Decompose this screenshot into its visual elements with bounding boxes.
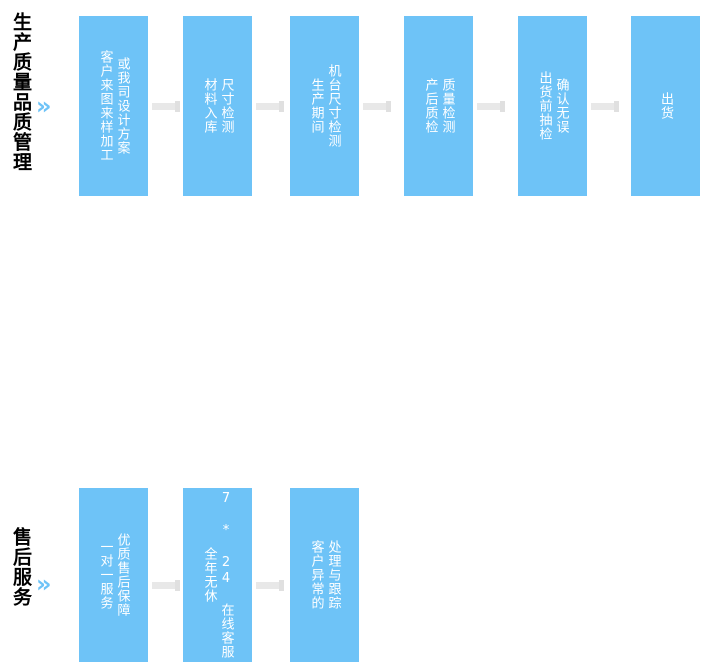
process-box-top-4-line-1: 质量检测 <box>439 78 455 134</box>
section-label-production: 生产质量品质管理 <box>10 12 32 172</box>
process-box-top-1[interactable]: 或我司设计方案 客户来图来样加工 <box>79 16 148 196</box>
process-box-top-6-line-1: 出货 <box>658 92 673 120</box>
process-box-top-6[interactable]: 出货 <box>631 16 700 196</box>
row-production-quality-management: 生产质量品质管理 » 或我司设计方案 客户来图来样加工 尺寸检测 材料入库 机台… <box>0 8 703 196</box>
chevron-right-icon-after-sales: » <box>36 570 51 598</box>
process-box-bottom-3[interactable]: 处理与跟踪 客户异常的 <box>290 488 359 662</box>
process-box-top-5-line-1: 确认无误 <box>553 78 569 134</box>
connector-arrow-top-5 <box>591 101 619 112</box>
process-box-top-5[interactable]: 确认无误 出货前抽检 <box>518 16 587 196</box>
process-box-top-1-line-2: 客户来图来样加工 <box>97 50 113 162</box>
process-box-top-3-line-1: 机台尺寸检测 <box>325 64 341 148</box>
process-box-bottom-1[interactable]: 优质售后保障 一对一服务 <box>79 488 148 662</box>
process-box-top-2[interactable]: 尺寸检测 材料入库 <box>183 16 252 196</box>
process-box-bottom-3-line-1: 处理与跟踪 <box>325 540 341 610</box>
process-box-bottom-3-line-2: 客户异常的 <box>308 540 324 610</box>
process-box-top-5-line-2: 出货前抽检 <box>536 71 552 141</box>
process-box-bottom-2-line-2: 全年无休 <box>201 547 217 603</box>
process-box-top-2-line-2: 材料入库 <box>201 78 217 134</box>
connector-arrow-top-4 <box>477 101 505 112</box>
process-box-bottom-1-line-2: 一对一服务 <box>97 540 113 610</box>
process-box-top-3-line-2: 生产期间 <box>308 78 324 134</box>
process-box-top-4[interactable]: 质量检测 产后质检 <box>404 16 473 196</box>
chevron-right-icon-production: » <box>36 92 51 120</box>
process-box-bottom-2-line-1: 7 * 24 在线客服 <box>218 491 234 659</box>
connector-arrow-bottom-2 <box>256 580 284 591</box>
process-box-bottom-1-line-1: 优质售后保障 <box>114 533 130 617</box>
process-box-bottom-2[interactable]: 7 * 24 在线客服 全年无休 <box>183 488 252 662</box>
process-box-top-1-line-1: 或我司设计方案 <box>114 57 130 155</box>
process-box-top-4-line-2: 产后质检 <box>422 78 438 134</box>
connector-arrow-top-2 <box>256 101 284 112</box>
process-box-top-3[interactable]: 机台尺寸检测 生产期间 <box>290 16 359 196</box>
section-label-after-sales: 售后服务 <box>10 527 32 607</box>
flowchart-canvas: 生产质量品质管理 » 或我司设计方案 客户来图来样加工 尺寸检测 材料入库 机台… <box>0 8 703 662</box>
process-box-top-2-line-1: 尺寸检测 <box>218 78 234 134</box>
connector-arrow-bottom-1 <box>152 580 180 591</box>
connector-arrow-top-3 <box>363 101 391 112</box>
connector-arrow-top-1 <box>152 101 180 112</box>
row-after-sales-service: 售后服务 » 优质售后保障 一对一服务 7 * 24 在线客服 全年无休 处理与… <box>0 244 703 662</box>
